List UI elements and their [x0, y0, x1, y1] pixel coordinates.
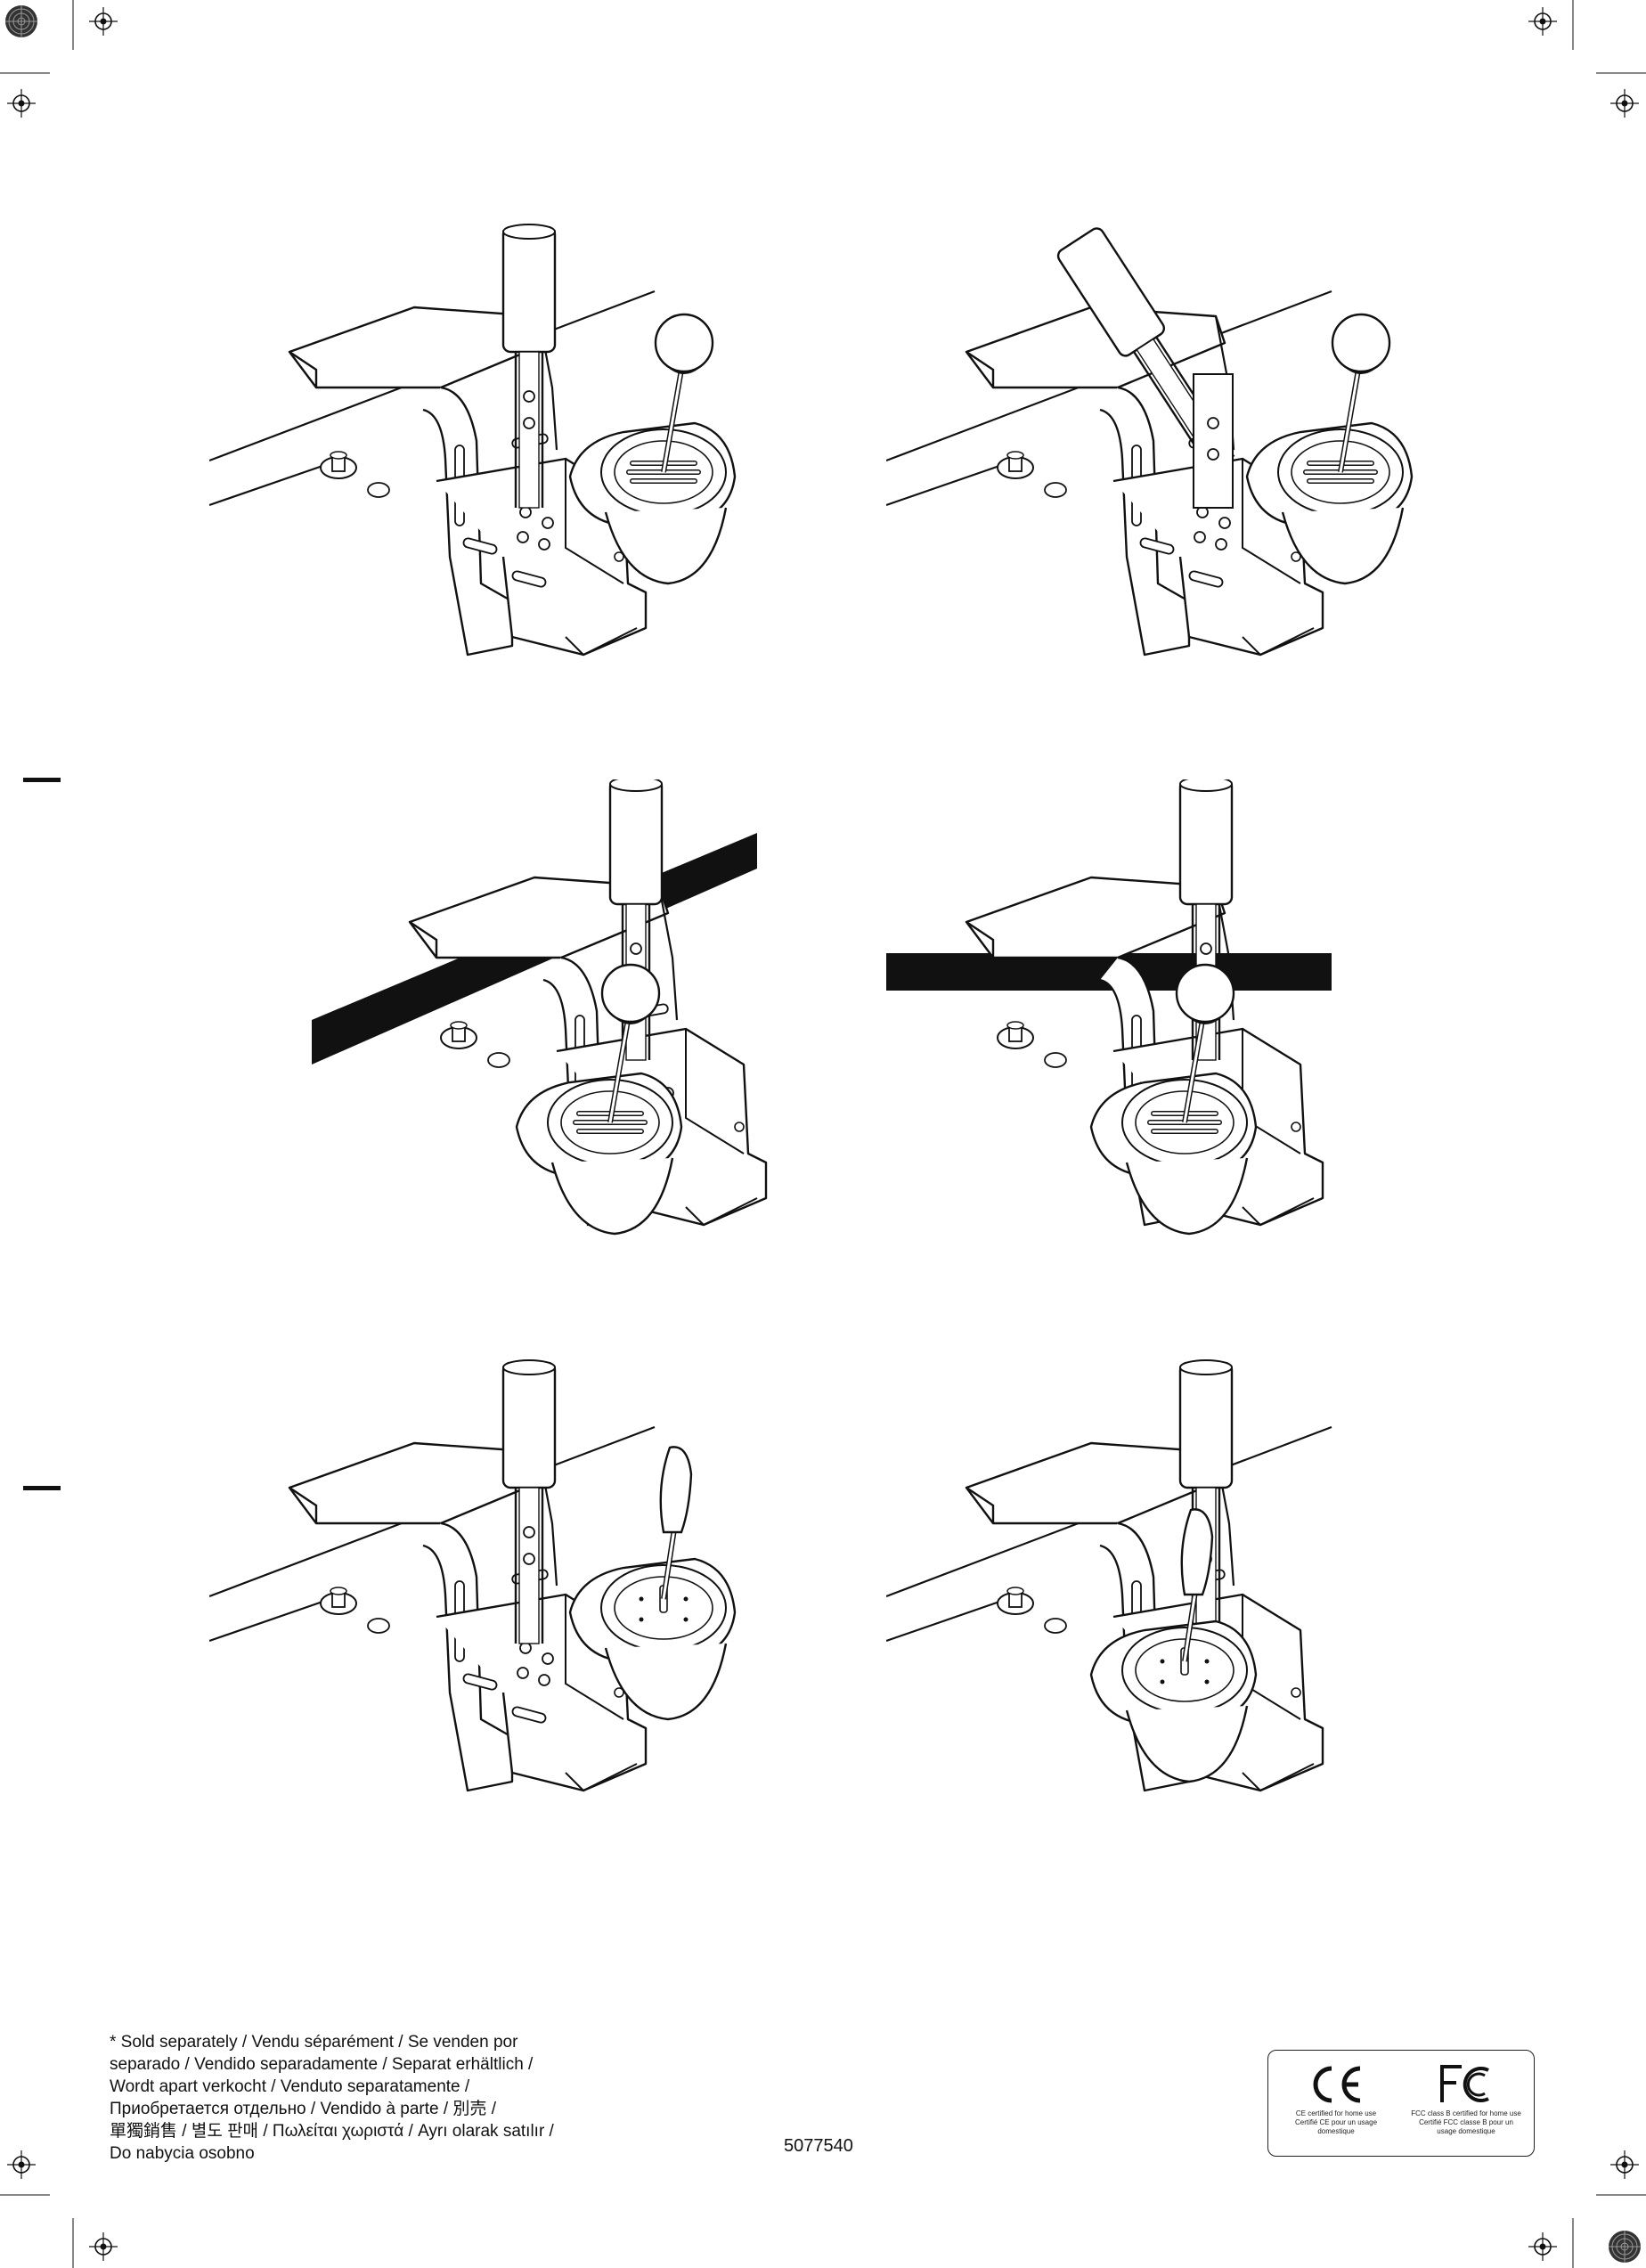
- note-line: 單獨銷售 / 별도 판매 / Πωλείται χωριστά / Ayrı o…: [110, 2122, 554, 2141]
- fcc-caption: FCC class B certified for home use: [1411, 2109, 1521, 2117]
- ce-caption: domestique: [1317, 2127, 1355, 2135]
- ce-caption: CE certified for home use: [1295, 2109, 1377, 2117]
- ce-certification: CE certified for home use Certifié CE po…: [1274, 2060, 1398, 2136]
- note-line: Wordt apart verkocht / Venduto separatam…: [110, 2077, 470, 2096]
- crosshair-icon: [1609, 2150, 1640, 2180]
- fold-mark: [23, 778, 61, 782]
- part-number: 5077540: [784, 2136, 853, 2156]
- note-line: Do nabycia osobno: [110, 2144, 255, 2163]
- fcc-logo-icon: [1440, 2065, 1489, 2102]
- fcc-caption: usage domestique: [1437, 2127, 1495, 2135]
- fcc-certification: FCC class B certified for home use Certi…: [1404, 2060, 1528, 2136]
- illustration-sequential-shifter-front-mounted: [884, 1354, 1456, 1853]
- crosshair-icon: [6, 2150, 37, 2180]
- sold-separately-note: * Sold separately / Vendu séparément / S…: [110, 2031, 608, 2165]
- illustration-clamp-on-thick-table-edge-angled: [312, 775, 882, 1278]
- fold-mark: [23, 1486, 61, 1490]
- crosshair-icon: [1528, 6, 1558, 37]
- registration-target-top-left: [4, 4, 38, 38]
- certification-box: CE certified for home use Certifié CE po…: [1267, 2050, 1535, 2157]
- fcc-caption: Certifié FCC classe B pour un: [1419, 2118, 1513, 2126]
- illustration-handbrake-lever-tilted: [884, 218, 1456, 717]
- note-line: separado / Vendido separadamente / Separ…: [110, 2055, 534, 2074]
- crosshair-icon: [1528, 2231, 1558, 2262]
- illustration-clamp-mounted-handbrake-with-shifter: [208, 218, 779, 717]
- crosshair-icon: [88, 6, 118, 37]
- note-line: Приобретается отдельно / Vendido à parte…: [110, 2100, 496, 2118]
- crosshair-icon: [88, 2231, 118, 2262]
- crosshair-icon: [6, 88, 37, 118]
- note-line: * Sold separately / Vendu séparément / S…: [110, 2033, 518, 2052]
- registration-target-bottom-right: [1608, 2230, 1642, 2264]
- illustration-sequential-shifter-side-mounted: [208, 1354, 779, 1853]
- ce-caption: Certifié CE pour un usage: [1294, 2118, 1378, 2126]
- crosshair-icon: [1609, 88, 1640, 118]
- ce-logo-icon: [1313, 2066, 1361, 2103]
- illustration-clamp-on-thick-table-edge-level: [886, 775, 1456, 1278]
